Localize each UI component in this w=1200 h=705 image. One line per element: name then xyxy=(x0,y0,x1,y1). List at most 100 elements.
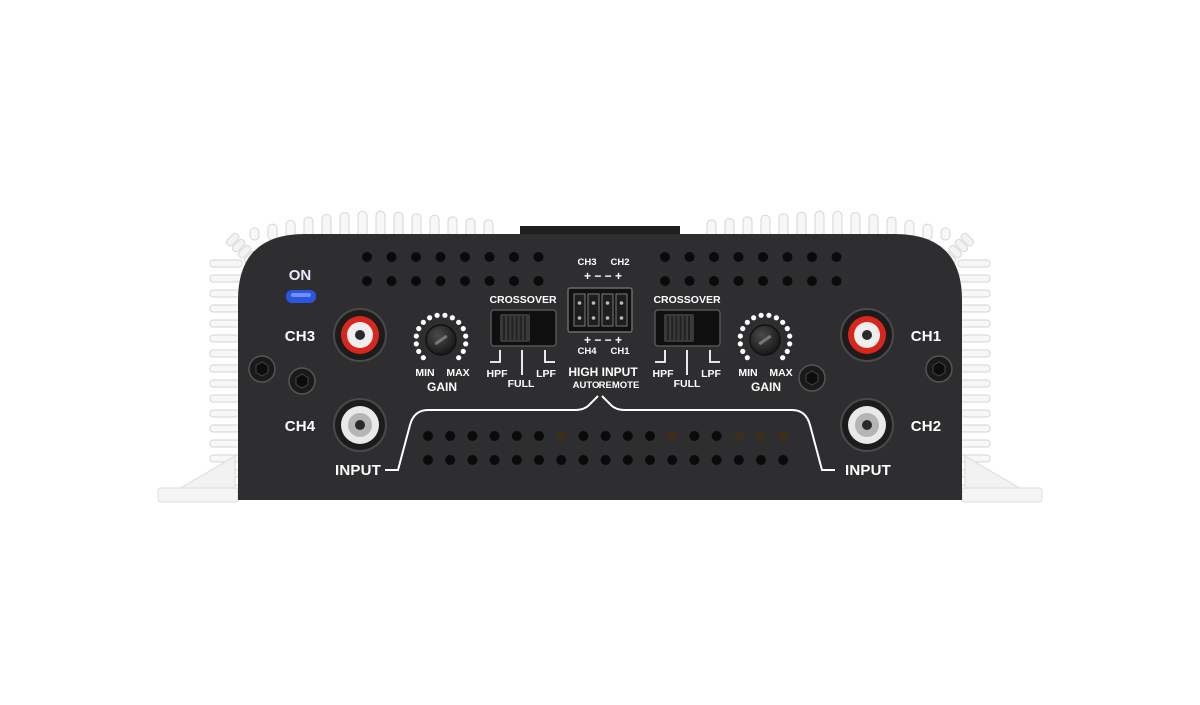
vent-holes xyxy=(362,252,842,465)
heatsink-fin xyxy=(922,223,933,241)
vent-hole xyxy=(600,431,611,441)
vent-hole xyxy=(411,252,421,262)
input-label-right: INPUT xyxy=(845,462,891,479)
vent-hole xyxy=(782,276,793,286)
vent-hole xyxy=(509,276,519,286)
ch3-label: CH3 xyxy=(284,328,316,345)
vent-hole xyxy=(645,431,655,441)
power-label: ON xyxy=(288,267,312,284)
switch-ridge xyxy=(503,316,505,340)
switch-ridge xyxy=(519,316,522,340)
gain-scale-dot xyxy=(463,341,469,347)
heatsink-fin xyxy=(957,409,991,418)
vent-hole xyxy=(709,252,719,262)
vent-hole xyxy=(411,276,421,286)
vent-hole xyxy=(667,455,678,465)
gain-scale-dot xyxy=(737,341,743,347)
high-input-bottom-signs: + − − + xyxy=(583,333,623,347)
heatsink-fin xyxy=(957,439,991,448)
high-input-ch4: CH4 xyxy=(577,346,597,357)
vent-hole xyxy=(778,455,789,465)
heatsink-fins-left xyxy=(209,210,494,493)
high-input-top-signs: + − − + xyxy=(583,269,623,283)
gain-min-left: MIN xyxy=(415,367,435,379)
heatsink-fin xyxy=(267,223,278,241)
vent-hole xyxy=(733,252,744,262)
high-input-terminal[interactable] xyxy=(567,287,633,333)
heatsink-fin xyxy=(209,409,243,418)
heatsink-fin xyxy=(209,304,243,313)
crossover-hpf-left: HPF xyxy=(486,368,508,380)
heatsink-fin xyxy=(225,232,240,247)
switch-ridge xyxy=(507,316,510,340)
gain-scale-dot xyxy=(416,348,422,354)
vent-hole xyxy=(807,252,817,262)
heatsink-fin xyxy=(957,424,991,433)
vent-hole xyxy=(578,455,589,465)
switch-ridge xyxy=(667,316,669,340)
vent-hole xyxy=(684,252,695,262)
vent-hole xyxy=(622,431,633,441)
gain-scale-dot xyxy=(744,355,750,361)
gain-knob-right[interactable] xyxy=(737,312,793,361)
gain-scale-left xyxy=(413,312,469,361)
gain-scale-dot xyxy=(456,355,462,361)
vent-hole xyxy=(756,455,766,465)
rca-jack-ch1[interactable] xyxy=(840,308,894,362)
heatsink-fin xyxy=(957,364,991,373)
vent-hole xyxy=(733,431,744,441)
input-bracket-right xyxy=(601,395,835,471)
vent-hole xyxy=(509,252,519,262)
ch4-label: CH4 xyxy=(284,418,316,435)
vent-hole xyxy=(778,431,789,441)
heatsink-foot-left-base xyxy=(157,487,239,503)
gain-max-left: MAX xyxy=(446,367,470,379)
vent-hole xyxy=(511,455,522,465)
crossover-lpf-left: LPF xyxy=(536,368,556,380)
heatsink-fin xyxy=(237,244,252,259)
gain-scale-right xyxy=(737,312,793,361)
rca-jack-ch3[interactable] xyxy=(333,308,387,362)
gain-scale-dot xyxy=(766,312,772,318)
high-input-remote: REMOTE xyxy=(598,380,640,391)
heatsink-fin xyxy=(957,289,991,298)
gain-scale-dot xyxy=(780,319,786,325)
top-edge xyxy=(520,226,680,234)
rca-jack-ch2[interactable] xyxy=(840,398,894,452)
crossover-switch-left[interactable] xyxy=(490,309,557,347)
heatsink-fin xyxy=(957,394,991,403)
vent-hole xyxy=(733,276,744,286)
gain-scale-dot xyxy=(751,315,757,321)
gain-scale-dot xyxy=(773,315,779,321)
vent-hole xyxy=(460,276,470,286)
switch-ridge xyxy=(515,316,518,340)
switch-ridge xyxy=(511,316,514,340)
vent-hole xyxy=(362,276,372,286)
heatsink-fin xyxy=(957,379,991,388)
vent-hole xyxy=(435,276,446,286)
ch2-label: CH2 xyxy=(910,418,942,435)
vent-hole xyxy=(831,252,842,262)
crossover-switch-right[interactable] xyxy=(654,309,721,347)
heatsink-fin xyxy=(957,319,991,328)
rca-jack-ch4[interactable] xyxy=(333,398,387,452)
vent-hole xyxy=(684,276,695,286)
vent-hole xyxy=(667,431,678,441)
gain-scale-dot xyxy=(460,326,466,332)
vent-hole xyxy=(733,455,744,465)
power-led-glare xyxy=(291,293,311,297)
heatsink-fin xyxy=(209,259,243,268)
gain-scale-dot xyxy=(416,326,422,332)
heatsink-fin xyxy=(957,334,991,343)
crossover-markers-left xyxy=(490,350,555,375)
vent-hole xyxy=(489,455,500,465)
switch-ridge xyxy=(688,316,690,340)
heatsink-fin xyxy=(957,259,991,268)
heatsink-fin xyxy=(209,319,243,328)
heatsink-fin xyxy=(209,349,243,358)
heatsink-fin xyxy=(209,364,243,373)
gain-scale-dot xyxy=(740,326,746,332)
gain-knob-left[interactable] xyxy=(413,312,469,361)
input-label-left: INPUT xyxy=(335,462,381,479)
